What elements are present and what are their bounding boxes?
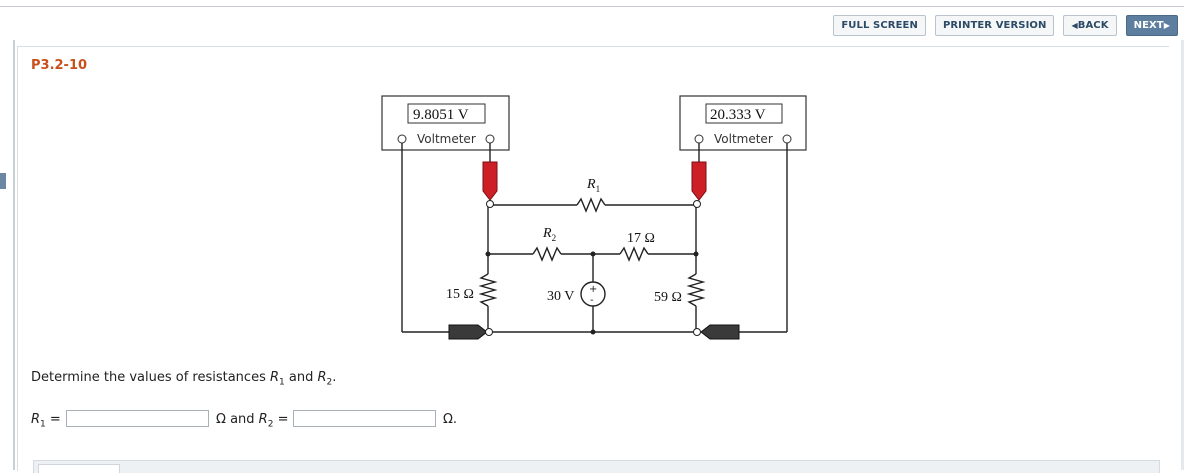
right-black-probe-tip (693, 328, 701, 336)
left-voltmeter-reading: 9.8051 V (413, 107, 469, 123)
r1-answer-input[interactable] (66, 410, 209, 427)
problem-id: P3.2-10 (31, 58, 88, 73)
back-arrow-icon: ◀ (1071, 21, 1078, 30)
bottom-section (33, 460, 1160, 473)
back-button[interactable]: ◀BACK (1063, 15, 1117, 36)
right-probe-tip (693, 200, 701, 208)
r1-label: R1 (586, 177, 600, 194)
node-dot (590, 329, 596, 335)
scrollbar[interactable] (1181, 40, 1184, 470)
side-tab[interactable] (0, 173, 6, 189)
left-voltmeter-label: Voltmeter (417, 132, 476, 146)
resistor-15-label: 15 Ω (446, 287, 474, 302)
frame-border (13, 40, 15, 470)
next-arrow-icon: ▶ (1163, 21, 1170, 30)
source-voltage-label: 30 V (547, 289, 574, 304)
bottom-tab[interactable] (38, 464, 120, 473)
node-dot (693, 251, 699, 257)
right-red-probe (691, 161, 707, 201)
left-black-probe-tip (485, 328, 493, 336)
right-voltmeter-label: Voltmeter (714, 132, 773, 146)
resistor-17-label: 17 Ω (627, 231, 655, 246)
left-red-probe (482, 161, 498, 201)
right-voltmeter-reading: 20.333 V (710, 107, 766, 123)
source-minus-sign: - (590, 295, 594, 306)
r2-label: R2 (542, 226, 556, 243)
right-voltmeter-display (705, 103, 783, 124)
right-voltmeter-terminal-neg (694, 134, 704, 144)
right-voltmeter-terminal-pos (782, 134, 792, 144)
left-voltmeter-terminal-neg (397, 134, 407, 144)
left-voltmeter-terminal-pos (485, 134, 495, 144)
left-black-probe (448, 324, 488, 340)
next-label: NEXT (1133, 20, 1164, 31)
r1-answer-label: R1 = (31, 412, 61, 430)
next-button[interactable]: NEXT▶ (1125, 15, 1178, 36)
right-black-probe (700, 324, 740, 340)
left-voltmeter-display (407, 103, 486, 124)
r2-unit-label: Ω. (443, 412, 458, 427)
r2-answer-input[interactable] (293, 410, 436, 427)
problem-panel (17, 46, 1169, 471)
top-divider (0, 6, 1184, 7)
node-dot (590, 251, 596, 257)
node-dot (485, 251, 491, 257)
circuit-diagram: 9.8051 V Voltmeter 20.333 V Voltmeter (381, 95, 807, 340)
left-probe-tip (486, 200, 494, 208)
r1-unit-and-label: Ω and R2 = (216, 412, 289, 430)
back-label: BACK (1077, 20, 1109, 31)
resistor-59-label: 59 Ω (654, 290, 682, 305)
toolbar: FULL SCREEN PRINTER VERSION ◀BACK NEXT▶ (833, 15, 1178, 36)
source-plus-sign: + (589, 284, 597, 295)
full-screen-button[interactable]: FULL SCREEN (833, 15, 926, 36)
printer-version-button[interactable]: PRINTER VERSION (934, 15, 1055, 36)
